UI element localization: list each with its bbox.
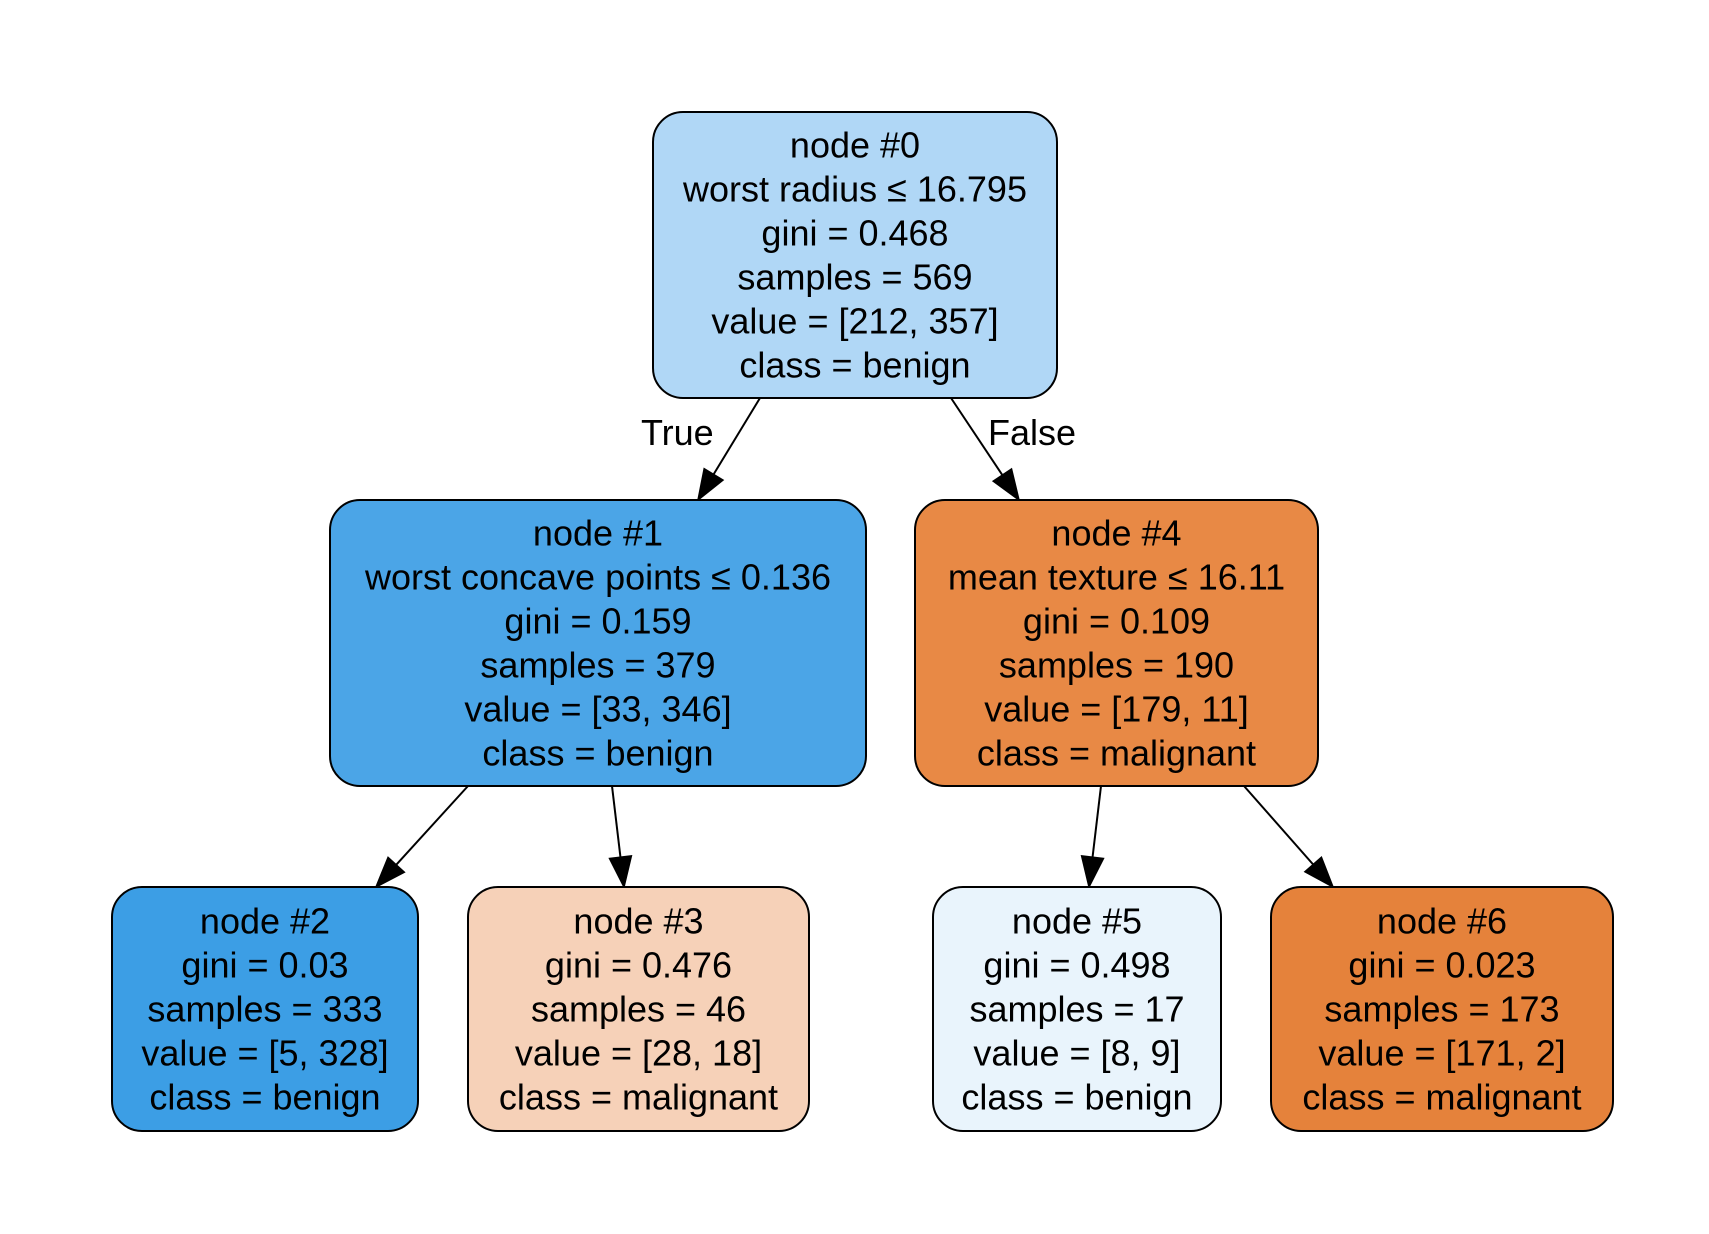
samples-count: samples = 379 — [480, 644, 715, 685]
arrowhead-icon — [374, 856, 406, 889]
arrowhead-icon — [608, 855, 633, 890]
edge-line — [712, 397, 761, 475]
class-values: value = [28, 18] — [515, 1032, 762, 1073]
split-condition: mean texture ≤ 16.11 — [948, 556, 1285, 597]
class-label: class = malignant — [1302, 1076, 1581, 1117]
node-box — [652, 111, 1058, 399]
split-condition: worst concave points ≤ 0.136 — [364, 556, 831, 597]
class-values: value = [179, 11] — [984, 688, 1249, 729]
class-values: value = [171, 2] — [1318, 1032, 1565, 1073]
node-box — [914, 499, 1319, 787]
class-values: value = [8, 9] — [973, 1032, 1180, 1073]
edge-1-3 — [608, 785, 633, 890]
edge-line — [950, 397, 1004, 476]
edges-layer: True False — [374, 397, 1335, 890]
edge-4-5 — [1080, 785, 1105, 890]
edge-line — [1091, 785, 1102, 858]
node-title: node #0 — [790, 124, 920, 165]
node-title: node #1 — [533, 512, 663, 553]
edge-line — [611, 785, 622, 858]
node-box — [1270, 886, 1614, 1132]
edge-4-6 — [1243, 785, 1335, 889]
node-box — [111, 886, 419, 1132]
node-title: node #6 — [1377, 900, 1507, 941]
samples-count: samples = 46 — [531, 988, 746, 1029]
samples-count: samples = 569 — [737, 256, 972, 297]
samples-count: samples = 333 — [147, 988, 382, 1029]
edge-label-false: False — [988, 412, 1076, 453]
edge-line — [395, 785, 469, 866]
edge-label-true: True — [641, 412, 714, 453]
edge-line — [1243, 785, 1314, 866]
node-box — [932, 886, 1222, 1132]
split-condition: worst radius ≤ 16.795 — [682, 168, 1027, 209]
node-title: node #5 — [1012, 900, 1142, 941]
gini-value: gini = 0.476 — [545, 944, 732, 985]
class-values: value = [5, 328] — [141, 1032, 388, 1073]
gini-value: gini = 0.109 — [1023, 600, 1210, 641]
edge-0-1: True — [641, 397, 761, 502]
gini-value: gini = 0.468 — [761, 212, 948, 253]
gini-value: gini = 0.159 — [504, 600, 691, 641]
arrowhead-icon — [991, 467, 1021, 502]
gini-value: gini = 0.498 — [983, 944, 1170, 985]
gini-value: gini = 0.023 — [1348, 944, 1535, 985]
arrowhead-icon — [1080, 855, 1105, 890]
node-box — [329, 499, 867, 787]
samples-count: samples = 173 — [1324, 988, 1559, 1029]
arrowhead-icon — [696, 467, 725, 502]
arrowhead-icon — [1303, 855, 1335, 889]
node-title: node #4 — [1051, 512, 1181, 553]
class-values: value = [212, 357] — [711, 300, 998, 341]
samples-count: samples = 190 — [999, 644, 1234, 685]
class-label: class = benign — [961, 1076, 1192, 1117]
samples-count: samples = 17 — [969, 988, 1184, 1029]
node-box — [467, 886, 810, 1132]
node-title: node #3 — [573, 900, 703, 941]
class-values: value = [33, 346] — [464, 688, 731, 729]
class-label: class = malignant — [499, 1076, 778, 1117]
class-label: class = benign — [482, 732, 713, 773]
class-label: class = benign — [149, 1076, 380, 1117]
edge-1-2 — [374, 785, 469, 889]
class-label: class = malignant — [977, 732, 1256, 773]
edge-0-4: False — [950, 397, 1076, 502]
gini-value: gini = 0.03 — [181, 944, 348, 985]
class-label: class = benign — [739, 344, 970, 385]
node-title: node #2 — [200, 900, 330, 941]
